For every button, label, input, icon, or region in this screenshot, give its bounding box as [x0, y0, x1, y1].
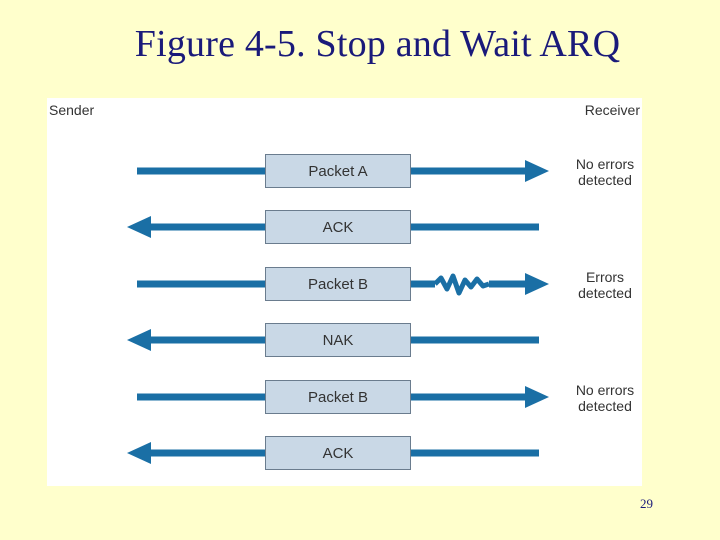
corruption-zigzag	[433, 273, 490, 296]
status-label: Errors detected	[565, 269, 645, 301]
arrow-head	[525, 273, 549, 295]
message-box-packet-b: Packet B	[265, 267, 411, 301]
message-box-ack: ACK	[265, 210, 411, 244]
message-arrow	[137, 160, 549, 182]
arrow-head	[127, 216, 151, 238]
message-box-ack-final: ACK	[265, 436, 411, 470]
message-arrow	[127, 216, 539, 238]
status-label: No errors detected	[565, 382, 645, 414]
message-label: Packet A	[308, 162, 368, 180]
slide-title: Figure 4-5. Stop and Wait ARQ	[134, 23, 621, 65]
message-arrow	[137, 273, 549, 296]
status-line: detected	[578, 172, 632, 188]
message-label: Packet B	[307, 388, 369, 406]
arrow-head	[127, 329, 151, 351]
message-box-packet-b-retransmit: Packet B	[265, 380, 411, 414]
receiver-label: Receiver	[584, 102, 640, 118]
message-arrow	[127, 442, 539, 464]
message-box-packet-a: Packet A	[265, 154, 411, 188]
message-box-nak: NAK	[265, 323, 411, 357]
message-label: NAK	[322, 331, 354, 349]
arrow-head	[525, 160, 549, 182]
status-line: Errors	[585, 269, 625, 285]
page-number: 29	[640, 496, 653, 511]
status-label: No errors detected	[565, 156, 645, 188]
arrow-head	[525, 386, 549, 408]
status-line: detected	[578, 398, 632, 414]
message-arrow	[127, 329, 539, 351]
status-line: No errors	[575, 156, 635, 172]
arq-diagram: Sender Receiver Packet A No errors detec…	[47, 98, 642, 486]
status-line: No errors	[575, 382, 635, 398]
sender-label: Sender	[49, 102, 95, 118]
arrows-layer	[127, 160, 549, 464]
arrow-head	[127, 442, 151, 464]
status-line: detected	[578, 285, 632, 301]
message-label: Packet B	[307, 275, 369, 293]
message-label: ACK	[322, 218, 354, 236]
message-arrow	[137, 386, 549, 408]
message-label: ACK	[322, 444, 354, 462]
